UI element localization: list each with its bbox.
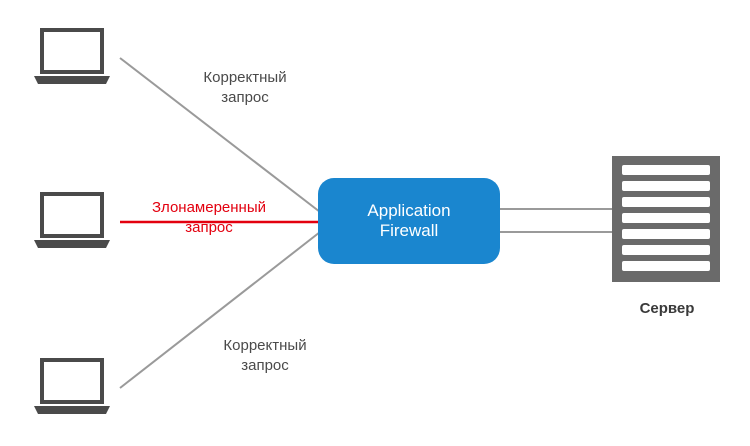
request-label-line: запрос	[241, 357, 289, 374]
laptop-icon	[34, 192, 110, 248]
laptop-icon	[34, 28, 110, 84]
request-label-client-3: Корректный запрос	[210, 336, 320, 376]
request-label-client-2: Злонамеренный запрос	[134, 198, 284, 238]
request-label-line: Корректный	[203, 69, 287, 86]
firewall-label-line-1: Application	[367, 201, 451, 220]
request-label-line: Корректный	[223, 337, 307, 354]
server-label: Сервер	[639, 300, 695, 317]
request-label-client-1: Корректный запрос	[190, 68, 300, 108]
connection-line-client-1	[119, 57, 321, 213]
server-rack-icon	[612, 156, 720, 282]
request-label-line: запрос	[221, 89, 269, 106]
request-label-line: запрос	[185, 219, 233, 236]
firewall-label-line-2: Firewall	[379, 221, 439, 240]
request-label-line: Злонамеренный	[151, 199, 267, 216]
connection-line-client-3	[119, 231, 321, 389]
application-firewall-node: Application Firewall	[318, 178, 500, 264]
laptop-icon	[34, 358, 110, 414]
